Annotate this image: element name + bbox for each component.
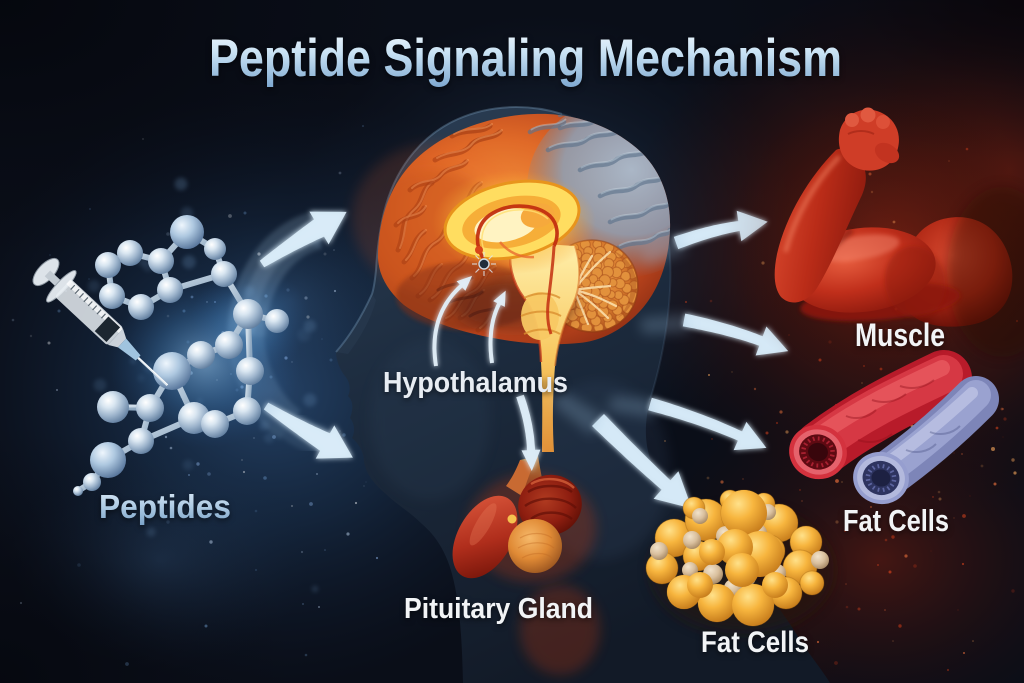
svg-text:Peptides: Peptides (99, 488, 231, 525)
svg-text:Pituitary Gland: Pituitary Gland (404, 593, 593, 625)
svg-text:Fat Cells: Fat Cells (843, 503, 949, 538)
svg-text:Fat Cells: Fat Cells (701, 626, 809, 659)
svg-text:Hypothalamus: Hypothalamus (383, 367, 568, 399)
svg-text:Muscle: Muscle (855, 317, 945, 353)
svg-text:Peptide Signaling Mechanism: Peptide Signaling Mechanism (209, 29, 842, 88)
